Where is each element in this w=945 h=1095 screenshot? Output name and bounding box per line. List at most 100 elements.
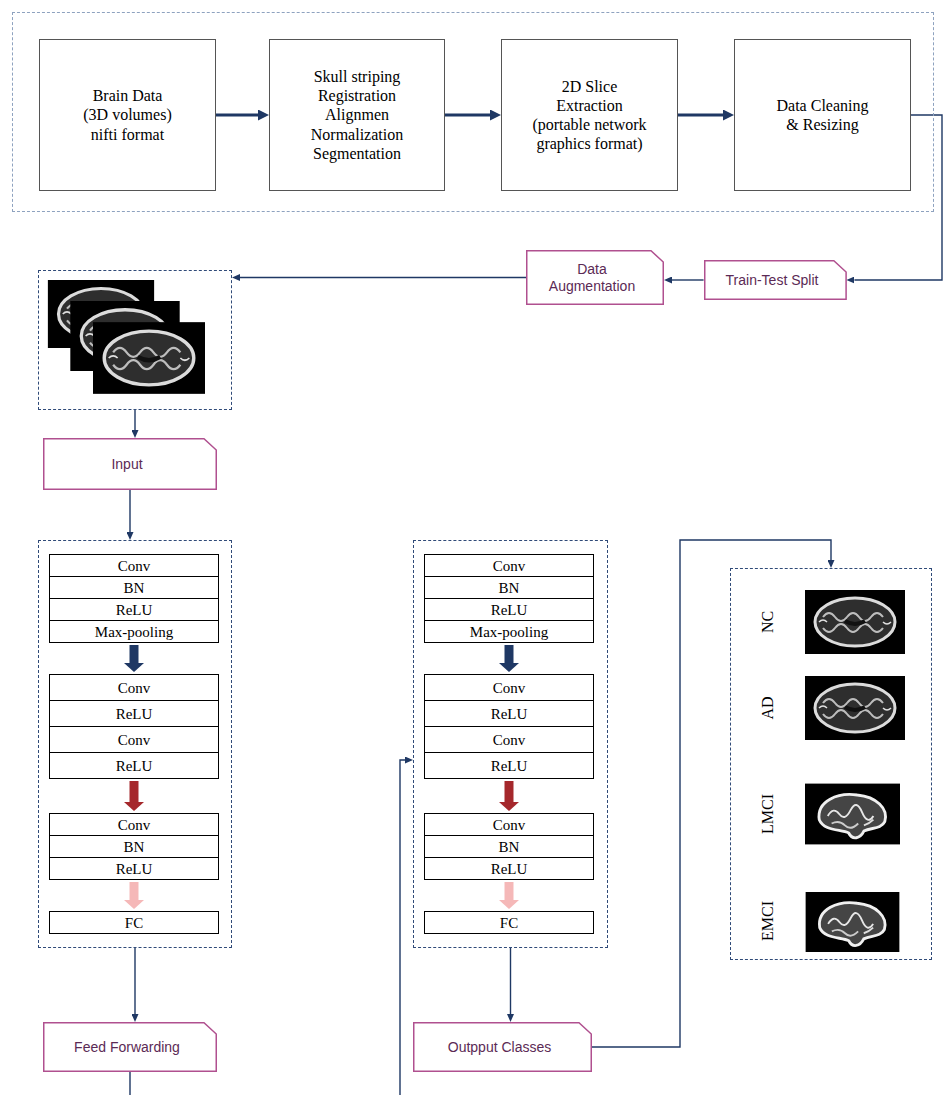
layer-box: BN xyxy=(424,835,594,858)
layer-box: Max-pooling xyxy=(424,620,594,643)
node-text: BN xyxy=(124,579,145,597)
layer-box: Conv xyxy=(424,554,594,577)
node-text: Conv xyxy=(493,731,526,749)
node-text: Max-pooling xyxy=(95,623,173,641)
layer-box: Conv xyxy=(424,726,594,753)
layer-box: BN xyxy=(49,576,219,599)
step-tag: Data Augmentation xyxy=(526,250,664,305)
connector xyxy=(672,279,704,280)
brain-slice xyxy=(805,590,905,654)
node-text: Conv xyxy=(118,679,151,697)
node-text: FC xyxy=(125,914,143,932)
node-text: Skull striping Registration Alignmen Nor… xyxy=(307,67,407,163)
layer-box: ReLU xyxy=(49,857,219,880)
node-text: ReLU xyxy=(491,705,528,723)
layer-box: Conv xyxy=(49,674,219,701)
layer-box: ReLU xyxy=(49,700,219,727)
class-label: AD xyxy=(759,696,777,719)
connector xyxy=(510,948,511,1014)
block-arrow xyxy=(505,645,514,663)
node-text: ReLU xyxy=(116,757,153,775)
connector xyxy=(240,277,526,278)
block-arrow xyxy=(505,882,514,900)
connectors xyxy=(130,115,942,1095)
node-text: Conv xyxy=(118,731,151,749)
tag-outline xyxy=(527,251,664,305)
layer-box: ReLU xyxy=(424,752,594,779)
cnn-block: ConvBNReLUMax-poolingConvReLUConvReLUCon… xyxy=(413,540,608,948)
node-text: Data Augmentation xyxy=(547,261,637,295)
step-tag: Input xyxy=(43,438,217,490)
node-text: Feed Forwarding xyxy=(74,1039,180,1056)
step-tag: Feed Forwarding xyxy=(43,1022,217,1072)
connector xyxy=(129,490,130,532)
node-text: ReLU xyxy=(116,601,153,619)
layer-box: Conv xyxy=(424,813,594,836)
node-text: BN xyxy=(499,579,520,597)
node-text: ReLU xyxy=(116,860,153,878)
layer-box: BN xyxy=(424,576,594,599)
layer-box: ReLU xyxy=(424,700,594,727)
node-text: FC xyxy=(500,914,518,932)
class-label: EMCI xyxy=(759,901,777,941)
node-text: Brain Data (3D volumes) nifti format xyxy=(81,86,175,144)
layer-box: Conv xyxy=(49,554,219,577)
block-arrow xyxy=(130,645,139,663)
block-arrow xyxy=(130,882,139,900)
class-label: LMCI xyxy=(759,794,777,834)
layer-box: Conv xyxy=(49,813,219,836)
connector xyxy=(445,114,490,117)
layer-box: ReLU xyxy=(424,857,594,880)
connector xyxy=(592,540,831,1047)
class-label: NC xyxy=(759,611,777,633)
node-text: BN xyxy=(499,838,520,856)
node-text: Train-Test Split xyxy=(726,272,819,289)
node-text: BN xyxy=(124,838,145,856)
node-text: ReLU xyxy=(116,705,153,723)
node-text: Conv xyxy=(493,557,526,575)
node-text: Data Cleaning & Resizing xyxy=(775,96,871,134)
brain-slice xyxy=(806,892,900,952)
node-text: Max-pooling xyxy=(470,623,548,641)
node-text: ReLU xyxy=(491,601,528,619)
node-text: ReLU xyxy=(491,757,528,775)
layer-box: Conv xyxy=(424,674,594,701)
tag-outline xyxy=(44,439,217,490)
layer-box: FC xyxy=(49,911,219,934)
tag-outline xyxy=(44,1023,217,1072)
tag-outline xyxy=(704,261,845,300)
layer-box: Max-pooling xyxy=(49,620,219,643)
node-text: ReLU xyxy=(491,860,528,878)
layer-box: BN xyxy=(49,835,219,858)
block-arrow xyxy=(130,781,139,802)
cnn-block: ConvBNReLUMax-poolingConvReLUConvReLUCon… xyxy=(38,540,232,948)
block-arrow xyxy=(505,781,514,802)
connector xyxy=(678,114,723,117)
layer-box: FC xyxy=(424,911,594,934)
process-box: 2D Slice Extraction (portable network gr… xyxy=(501,39,678,191)
layer-box: ReLU xyxy=(49,598,219,621)
node-text: Conv xyxy=(118,816,151,834)
process-box: Brain Data (3D volumes) nifti format xyxy=(39,39,216,191)
image-stack-box xyxy=(38,270,232,410)
layer-box: Conv xyxy=(49,726,219,753)
node-text: Input xyxy=(111,456,142,473)
node-text: Conv xyxy=(493,816,526,834)
layer-box: ReLU xyxy=(424,598,594,621)
step-tag: Outpput Classes xyxy=(413,1022,592,1072)
brain-slice xyxy=(805,784,900,845)
step-tag: Train-Test Split xyxy=(704,260,847,300)
node-text: 2D Slice Extraction (portable network gr… xyxy=(530,77,650,154)
process-box: Data Cleaning & Resizing xyxy=(734,39,911,191)
pipeline-group: Brain Data (3D volumes) nifti format Skul… xyxy=(12,12,934,212)
brain-slice xyxy=(93,322,205,394)
connector xyxy=(216,114,258,117)
node-text: Conv xyxy=(118,557,151,575)
connector xyxy=(134,948,135,1014)
process-box: Skull striping Registration Alignmen Nor… xyxy=(269,39,445,191)
node-text: Conv xyxy=(493,679,526,697)
layer-box: ReLU xyxy=(49,752,219,779)
connector xyxy=(134,410,135,430)
brain-slice xyxy=(805,676,905,740)
